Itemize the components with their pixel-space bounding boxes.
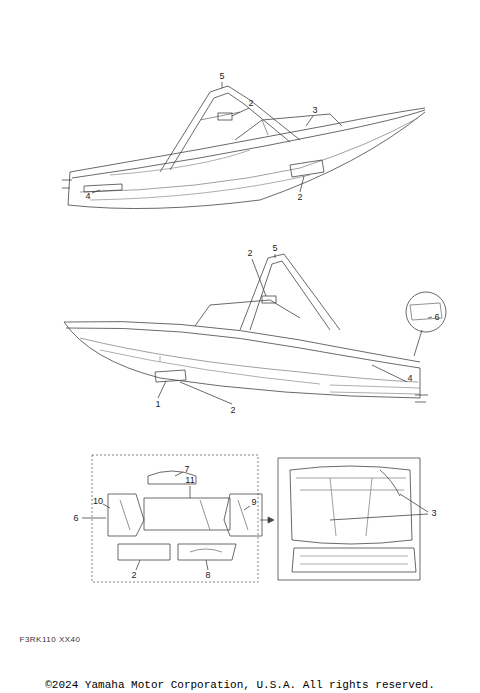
- copyright-notice: ©2024 Yamaha Motor Corporation, U.S.A. A…: [45, 680, 434, 691]
- decal-layout: [82, 455, 274, 582]
- callout-number: 3: [312, 106, 317, 115]
- callout-number: 2: [247, 249, 252, 258]
- callout-number: 5: [272, 244, 277, 253]
- callout-number: 9: [251, 498, 256, 507]
- callout-number: 2: [131, 571, 136, 580]
- callout-number: 6: [434, 313, 439, 322]
- callout-number: 7: [184, 465, 189, 474]
- callout-number: 8: [205, 571, 210, 580]
- callout-number: 4: [407, 374, 412, 383]
- hatch-view: [278, 458, 428, 580]
- callout-number: 6: [73, 514, 78, 523]
- callout-number: 4: [85, 192, 90, 201]
- callout-number: 2: [297, 193, 302, 202]
- middle-boat: [64, 254, 446, 404]
- top-boat: [62, 82, 425, 209]
- diagram-code: F3RK110 XX40: [20, 636, 81, 644]
- callout-number: 1: [155, 400, 160, 409]
- callout-number: 11: [185, 476, 194, 485]
- callout-number: 5: [219, 72, 224, 81]
- callout-number: 2: [248, 99, 253, 108]
- callout-number: 10: [93, 497, 103, 506]
- callout-number: 3: [431, 509, 436, 518]
- callout-number: 2: [230, 406, 235, 415]
